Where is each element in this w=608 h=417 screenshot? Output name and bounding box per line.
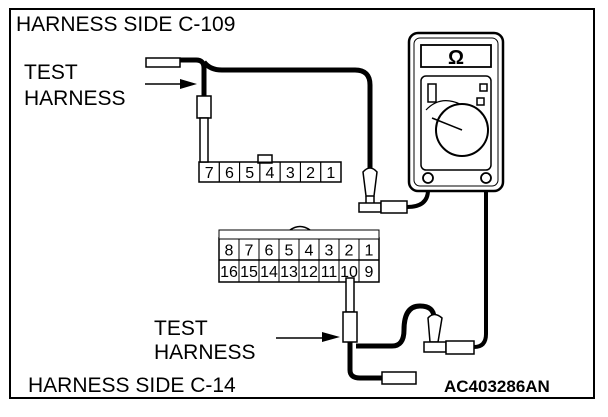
harness-side-top-label: HARNESS SIDE C-109 [16,13,236,36]
test-harness-top-line2: HARNESS [24,87,126,110]
c14-bottom-pin-number: 14 [260,264,278,281]
c14-bottom-pin-number: 13 [280,264,298,281]
c14-top-pin-number: 5 [285,243,294,260]
label-arrows [145,79,340,342]
frame-border [9,8,595,399]
ohm-symbol: Ω [448,47,464,69]
c109-pin-number: 4 [266,165,275,182]
c14-bottom-pin-number: 10 [340,264,358,281]
c109-pin-number: 1 [326,165,335,182]
c109-pin-number: 3 [286,165,295,182]
c14-top-pin-number: 3 [325,243,334,260]
c109-pin-number: 6 [225,165,234,182]
test-harness-top [145,57,430,214]
test-harness-bottom-line2: HARNESS [154,341,256,364]
c14-top-pin-number: 6 [265,243,274,260]
figure-code: AC403286AN [444,377,550,396]
c14-bottom-pin-number: 9 [365,264,374,281]
c109-pin-number: 2 [306,165,315,182]
c14-bottom-pin-number: 12 [300,264,318,281]
c14-top-pin-number: 7 [245,243,254,260]
test-harness-top-line1: TEST [24,61,78,84]
c14-top-pin-number: 2 [345,243,354,260]
c14-top-pin-number: 1 [365,243,374,260]
arrow-head-bottom [322,332,340,342]
ohmmeter-icon: Ω [407,31,505,193]
c14-bottom-cell [358,259,380,283]
c109-pin-number: 7 [205,165,214,182]
c109-pin-number: 5 [245,165,254,182]
c14-top-pin-number: 4 [305,243,314,260]
test-harness-bottom-line1: TEST [154,317,208,340]
test-harness-bottom [342,176,488,385]
c14-bottom-pin-number: 15 [240,264,258,281]
arrow-head-top [180,79,197,89]
c14-bottom-pin-number: 11 [321,264,338,281]
harness-side-bottom-label: HARNESS SIDE C-14 [28,374,236,397]
c14-bottom-pin-number: 16 [220,264,238,281]
c109-cell [320,161,342,183]
c14-top-pin-number: 8 [225,243,234,260]
